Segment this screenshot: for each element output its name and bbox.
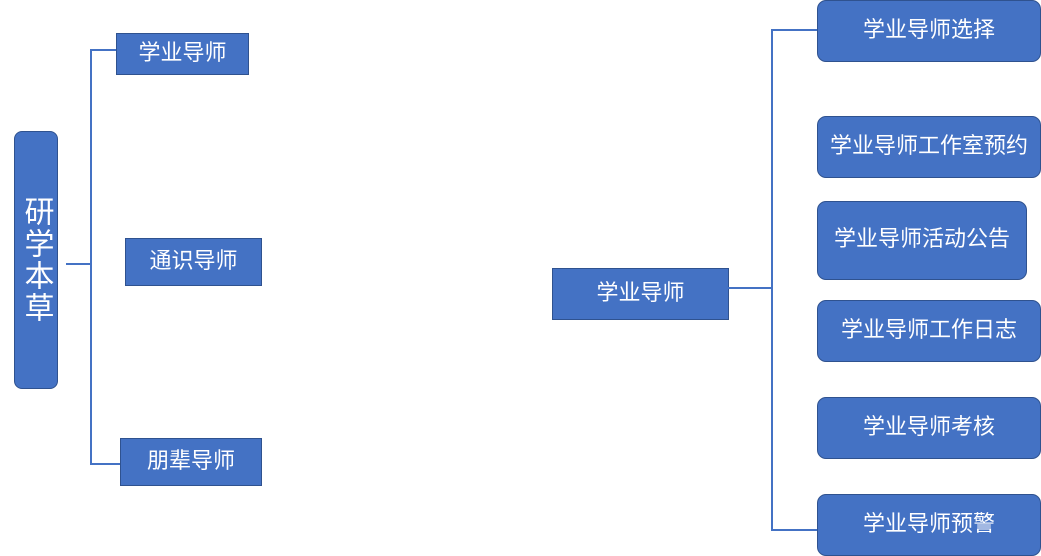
connector <box>771 29 773 531</box>
node-mentor-activity-notice: 学业导师活动公告 <box>817 201 1027 280</box>
connector <box>771 29 818 31</box>
connector <box>728 287 773 289</box>
node-peer-mentor: 朋辈导师 <box>120 438 262 486</box>
node-mentor-work-log: 学业导师工作日志 <box>817 300 1041 362</box>
node-mentor-assessment: 学业导师考核 <box>817 397 1041 459</box>
node-mentor-selection: 学业导师选择 <box>817 0 1041 62</box>
node-academic-mentor-root: 学业导师 <box>552 268 729 320</box>
node-mentor-warning: 学业导师预警 <box>817 494 1041 556</box>
connector <box>771 529 818 531</box>
connector <box>90 49 92 465</box>
node-general-mentor: 通识导师 <box>125 238 262 286</box>
node-mentor-studio-booking: 学业导师工作室预约 <box>817 116 1041 178</box>
node-academic-mentor: 学业导师 <box>116 33 249 75</box>
root-node-yanxue-bencao: 研学本草 <box>14 131 58 389</box>
connector <box>66 263 92 265</box>
connector <box>90 463 121 465</box>
connector <box>90 49 117 51</box>
